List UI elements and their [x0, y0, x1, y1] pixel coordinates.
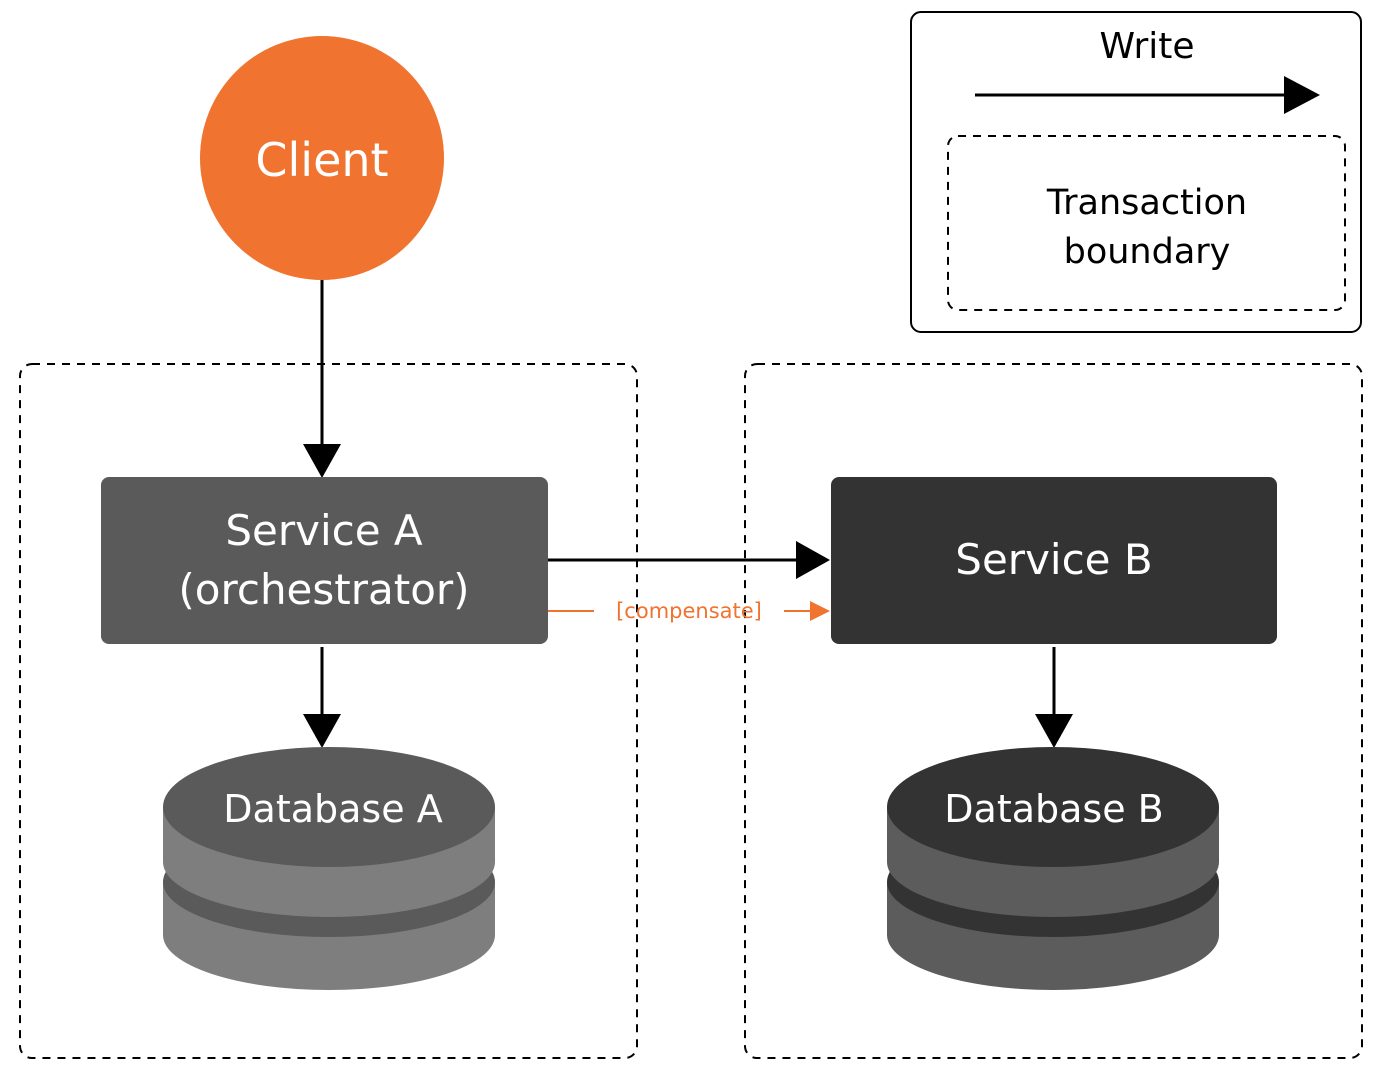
service-a-label-line2: (orchestrator)	[178, 565, 469, 614]
database-a-node: Database A	[163, 747, 495, 990]
legend-boundary-label-line1: Transaction	[1046, 183, 1247, 223]
arrowhead-client-to-service-a-icon	[303, 444, 341, 478]
legend-boundary-swatch	[947, 135, 1346, 311]
database-b-top	[887, 747, 1219, 867]
database-b-node: Database B	[887, 747, 1219, 990]
legend-box	[910, 11, 1362, 333]
transaction-boundary-a	[19, 363, 638, 1059]
service-a-node	[101, 477, 548, 644]
legend-boundary-label-line2: boundary	[1064, 232, 1231, 272]
service-a-label-line1: Service A	[225, 506, 423, 555]
service-b-node	[831, 477, 1277, 644]
service-b-label: Service B	[955, 535, 1152, 584]
client-label: Client	[255, 133, 388, 187]
legend-write-label: Write	[1099, 26, 1194, 67]
transaction-boundary-b	[744, 363, 1363, 1059]
database-a-label: Database A	[223, 787, 442, 831]
legend: Write Transaction boundary	[910, 11, 1362, 333]
arrowhead-service-a-to-service-b-icon	[796, 541, 830, 579]
arrowhead-service-b-to-database-b-icon	[1035, 714, 1073, 748]
legend-write-arrowhead-icon	[1284, 76, 1320, 114]
compensate-label: [compensate]	[616, 599, 762, 623]
client-node	[200, 36, 444, 280]
database-a-top	[163, 747, 495, 867]
database-b-label: Database B	[944, 787, 1163, 831]
arrowhead-service-a-to-database-a-icon	[303, 714, 341, 748]
compensate-arrowhead-icon	[810, 601, 830, 621]
